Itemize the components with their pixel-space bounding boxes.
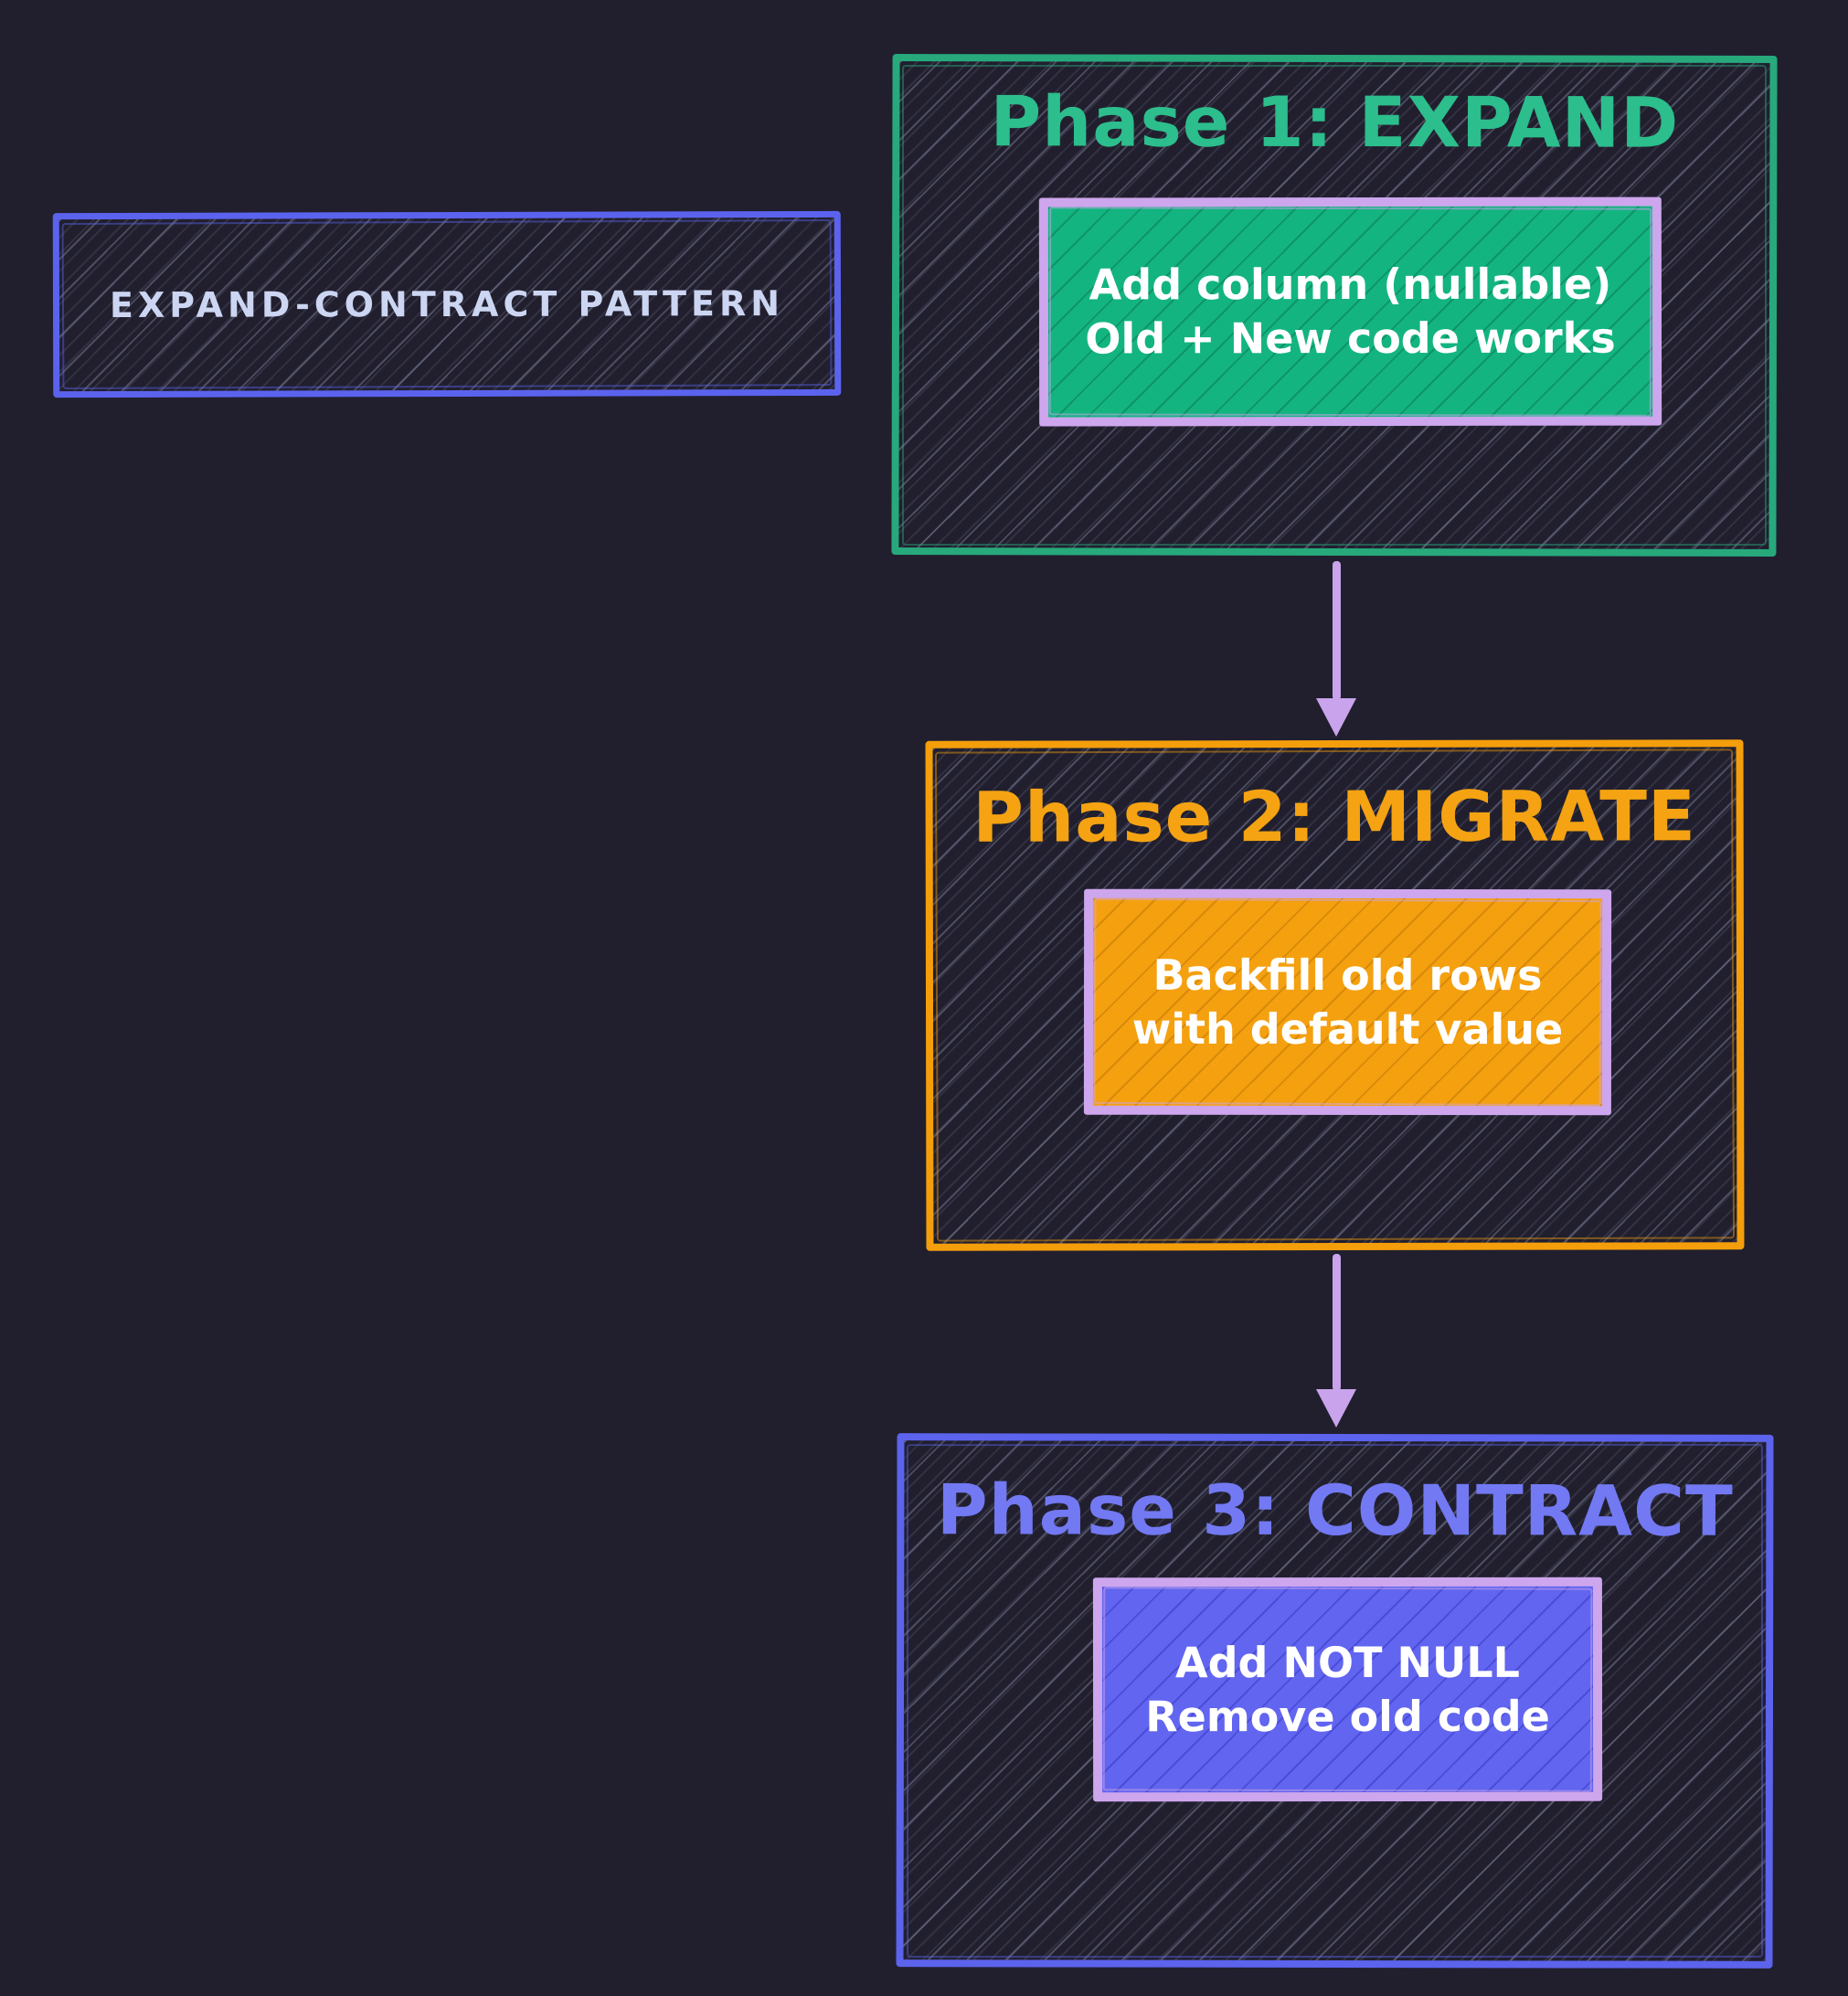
- phase-2-card-line-2: with default value: [1131, 1003, 1564, 1054]
- phase-1-card: Add column (nullable) Old + New code wor…: [1038, 196, 1662, 427]
- phase-2-card: Backfill old rows with default value: [1083, 888, 1612, 1116]
- phase-2-heading: Phase 2: MIGRATE: [972, 775, 1697, 858]
- diagram-title: EXPAND-CONTRACT PATTERN: [109, 283, 785, 325]
- down-arrow-icon: [1316, 1254, 1356, 1428]
- title-box: EXPAND-CONTRACT PATTERN: [52, 210, 842, 398]
- phase-3-box: Phase 3: CONTRACT Add NOT NULL Remove ol…: [896, 1433, 1774, 1969]
- phase-3-heading: Phase 3: CONTRACT: [936, 1469, 1734, 1552]
- phase-1-heading: Phase 1: EXPAND: [990, 80, 1680, 164]
- down-arrow-icon: [1316, 561, 1356, 737]
- phase-2-card-line-1: Backfill old rows: [1152, 950, 1543, 1000]
- arrow-head: [1316, 1389, 1356, 1428]
- arrow-shaft: [1332, 561, 1341, 700]
- arrow-head: [1316, 698, 1356, 737]
- phase-2-box: Phase 2: MIGRATE Backfill old rows with …: [925, 739, 1745, 1251]
- phase-3-card: Add NOT NULL Remove old code: [1092, 1577, 1603, 1802]
- phase-3-card-line-1: Add NOT NULL: [1174, 1637, 1520, 1687]
- phase-1-card-line-2: Old + New code works: [1085, 313, 1616, 364]
- phase-1-card-line-1: Add column (nullable): [1089, 259, 1612, 310]
- phase-3-card-line-2: Remove old code: [1145, 1691, 1550, 1741]
- arrow-shaft: [1332, 1254, 1341, 1391]
- phase-1-box: Phase 1: EXPAND Add column (nullable) Ol…: [891, 53, 1778, 557]
